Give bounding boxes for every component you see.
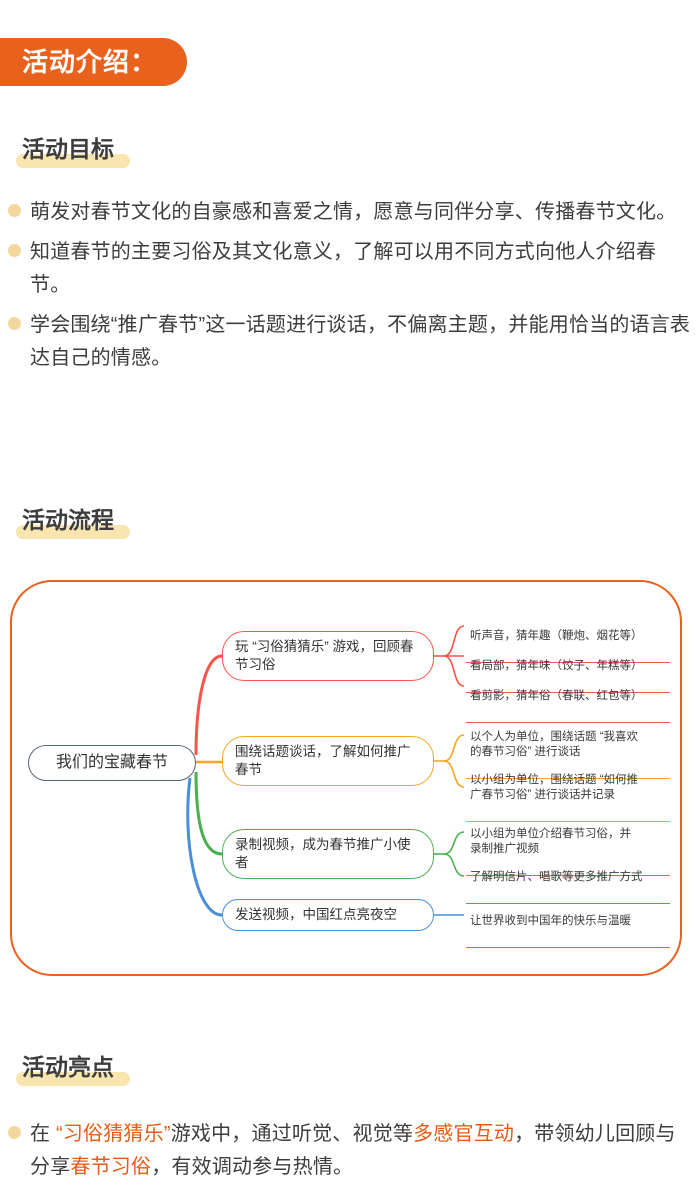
highlight-plain-text: ，有效调动参与热情。: [151, 1156, 354, 1178]
mindmap-container: [10, 580, 682, 976]
mindmap-leaf-node[interactable]: 听声音，猜年趣（鞭炮、烟花等）: [466, 612, 670, 663]
mindmap-branch-node-2[interactable]: 围绕话题谈话，了解如何推广春节: [222, 736, 434, 786]
bullet-dot-icon: [8, 317, 21, 330]
mindmap-leaf-node[interactable]: 让世界收到中国年的快乐与温暖: [466, 897, 670, 948]
highlight-accent-text: “习俗猜猜乐”: [55, 1123, 171, 1145]
highlight-list: 在 “习俗猜猜乐”游戏中，通过听觉、视觉等多感官互动，带领幼儿回顾与分享春节习俗…: [8, 1118, 692, 1191]
mindmap-branch-label: 发送视频，中国红点亮夜空: [235, 907, 397, 922]
list-item: 萌发对春节文化的自豪感和喜爱之情，愿意与同伴分享、传播春节文化。: [8, 196, 692, 229]
heading-highlight-bar: [16, 1072, 130, 1086]
mindmap-leaf-node[interactable]: 看局部，猜年味（饺子、年糕等）: [466, 642, 670, 693]
mindmap-leaf-node[interactable]: 看剪影，猜年俗（春联、红包等）: [466, 672, 670, 723]
goal-text: 萌发对春节文化的自豪感和喜爱之情，愿意与同伴分享、传播春节文化。: [30, 201, 677, 223]
section-heading-highlight: 活动亮点: [16, 1052, 130, 1086]
highlight-plain-text: 在: [30, 1123, 56, 1145]
banner-title: 活动介绍：: [22, 47, 158, 77]
list-item: 学会围绕“推广春节”这一话题进行谈话，不偏离主题，并能用恰当的语言表达自己的情感…: [8, 309, 692, 375]
mindmap-branch-label: 玩 “习俗猜猜乐” 游戏，回顾春节习俗: [235, 639, 414, 672]
heading-highlight-bar: [16, 154, 130, 168]
section-heading-flow: 活动流程: [16, 505, 130, 539]
mindmap-branch-label: 围绕话题谈话，了解如何推广春节: [235, 744, 411, 777]
highlight-accent-text: 春节习俗: [70, 1156, 152, 1178]
section-heading-flow-label: 活动流程: [22, 507, 114, 533]
mindmap-root-node[interactable]: 我们的宝藏春节: [28, 745, 196, 781]
highlight-plain-text: 游戏中，通过听觉、视觉等: [170, 1123, 414, 1145]
mindmap-branch-label: 录制视频，成为春节推广小使者: [235, 837, 411, 870]
mindmap-branch-node-3[interactable]: 录制视频，成为春节推广小使者: [222, 829, 434, 879]
goal-text: 知道春节的主要习俗及其文化意义，了解可以用不同方式向他人介绍春节。: [30, 241, 657, 296]
section-heading-goal: 活动目标: [16, 134, 130, 168]
mindmap-root-label: 我们的宝藏春节: [55, 754, 168, 771]
mindmap-leaf-node[interactable]: 以小组为单位，围绕话题 “如何推 广春节习俗” 进行谈话并记录: [466, 756, 670, 822]
activity-intro-banner: 活动介绍：: [0, 38, 188, 86]
mindmap-branch-node-4[interactable]: 发送视频，中国红点亮夜空: [222, 899, 434, 931]
bullet-dot-icon: [8, 244, 21, 257]
mindmap-branch-node-1[interactable]: 玩 “习俗猜猜乐” 游戏，回顾春节习俗: [222, 631, 434, 681]
heading-highlight-bar: [16, 525, 130, 539]
highlight-plain-text: ，带领幼儿回顾与分享: [30, 1123, 676, 1178]
bullet-dot-icon: [8, 1126, 21, 1139]
highlight-accent-text: 多感官互动: [413, 1123, 515, 1145]
list-item: 在 “习俗猜猜乐”游戏中，通过听觉、视觉等多感官互动，带领幼儿回顾与分享春节习俗…: [8, 1118, 692, 1184]
section-heading-goal-label: 活动目标: [22, 136, 114, 162]
mindmap-leaf-node[interactable]: 以个人为单位，围绕话题 “我喜欢 的春节习俗” 进行谈话: [466, 713, 670, 779]
bullet-dot-icon: [8, 204, 21, 217]
section-heading-highlight-label: 活动亮点: [22, 1054, 114, 1080]
goal-text: 学会围绕“推广春节”这一话题进行谈话，不偏离主题，并能用恰当的语言表达自己的情感…: [30, 314, 691, 369]
list-item: 知道春节的主要习俗及其文化意义，了解可以用不同方式向他人介绍春节。: [8, 236, 692, 302]
goal-list: 萌发对春节文化的自豪感和喜爱之情，愿意与同伴分享、传播春节文化。 知道春节的主要…: [8, 196, 692, 382]
highlight-text: 在 “习俗猜猜乐”游戏中，通过听觉、视觉等多感官互动，带领幼儿回顾与分享春节习俗…: [30, 1118, 692, 1184]
mindmap-leaf-node[interactable]: 了解明信片、唱歌等更多推广方式: [466, 853, 670, 904]
mindmap-leaf-node[interactable]: 以小组为单位介绍春节习俗，并 录制推广视频: [466, 810, 670, 876]
